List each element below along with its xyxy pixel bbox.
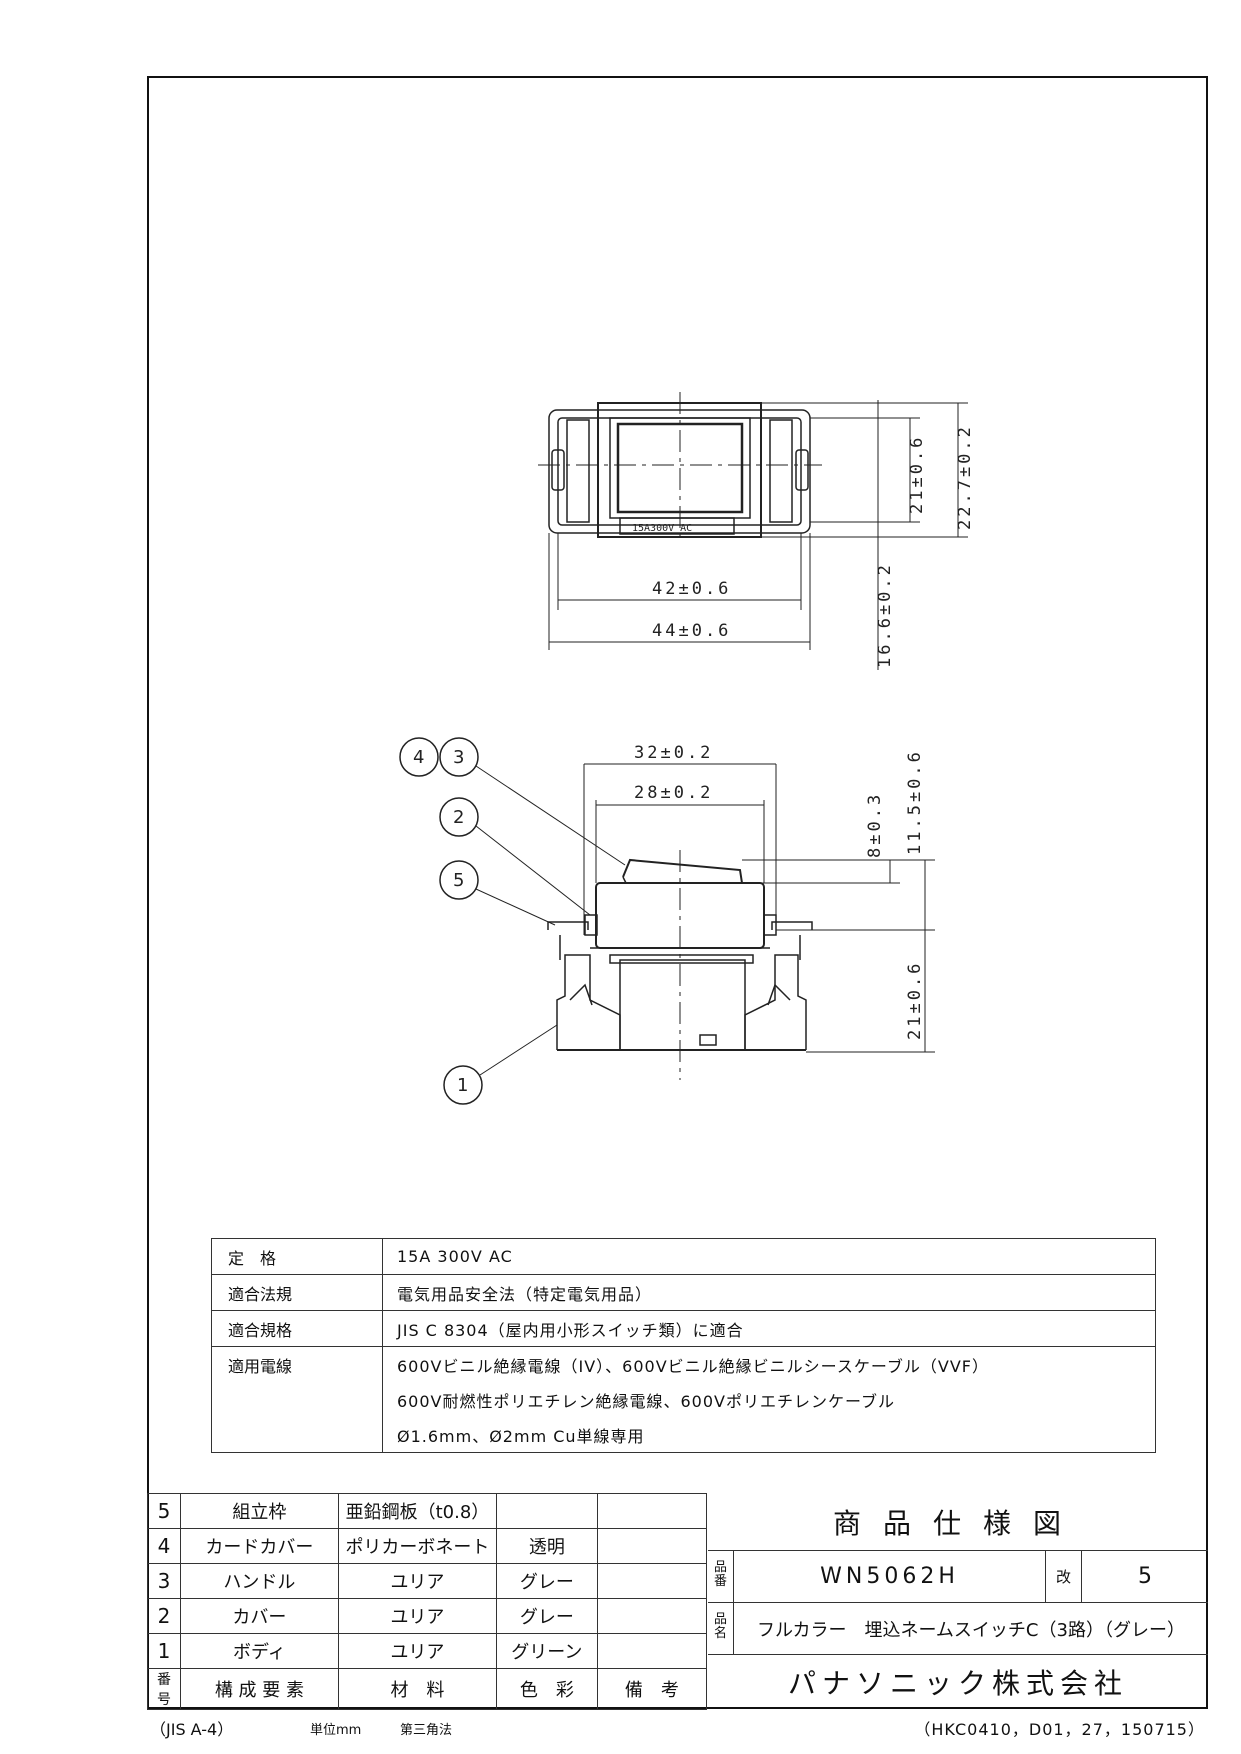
part-no-label: 品番 [708, 1551, 734, 1603]
spec-law-label: 適合法規 [211, 1274, 383, 1311]
bom-row: 3 ハンドル ユリア グレー [147, 1563, 708, 1599]
bom-header: 番号 構 成 要 素 材 料 色 彩 備 考 [147, 1668, 708, 1710]
spec-wire-label: 適用電線 [211, 1346, 383, 1382]
balloon-4: 4 [413, 747, 424, 768]
top-view [538, 392, 968, 670]
balloon-2: 2 [453, 807, 464, 828]
spec-table: 定 格 15A 300V AC 適合法規 電気用品安全法（特定電気用品） 適合規… [211, 1238, 1156, 1453]
part-number: WN5062H [734, 1551, 1046, 1603]
company-name: パナソニック株式会社 [787, 1667, 1128, 1700]
title-block: 商品仕様図 品番 WN5062H 改 5 品名 フルカラー 埋込ネームスイッチC… [708, 1493, 1208, 1709]
dim-width-inner: 42±0.6 [652, 579, 731, 599]
spec-rating-value: 15A 300V AC [382, 1238, 1156, 1275]
product-name: フルカラー 埋込ネームスイッチC（3路）（グレー） [734, 1603, 1208, 1655]
product-name-label: 品名 [708, 1603, 734, 1655]
bom-table: 5 組立枠 亜鉛鋼板（t0.8） 4 カードカバー ポリカーボネート 透明 3 … [147, 1493, 708, 1710]
paper-size: （JIS A-4） [150, 1720, 234, 1739]
document-code: （HKC0410，D01，27，150715） [914, 1720, 1205, 1739]
bom-row: 5 組立枠 亜鉛鋼板（t0.8） [147, 1493, 708, 1529]
balloon-1: 1 [457, 1075, 468, 1096]
dim-handle-height: 8±0.3 [865, 792, 885, 858]
unit-note: 単位mm [310, 1723, 362, 1738]
document-title: 商品仕様図 [708, 1493, 1208, 1551]
dim-height-inner: 21±0.6 [907, 435, 927, 514]
bom-row: 1 ボディ ユリア グリーン [147, 1633, 708, 1669]
bom-row: 4 カードカバー ポリカーボネート 透明 [147, 1528, 708, 1564]
balloon-5: 5 [453, 870, 464, 891]
dim-depth: 16.6±0.2 [875, 562, 895, 668]
nameplate-rating: 15A300V AC [632, 523, 692, 534]
revision-label: 改 [1046, 1551, 1082, 1603]
side-view [399, 737, 935, 1105]
spec-standard-value: JIS C 8304（屋内用小形スイッチ類）に適合 [382, 1310, 1156, 1347]
dim-side-width-top: 32±0.2 [634, 743, 713, 763]
spec-wire-value-3: Ø1.6mm、Ø2mm Cu単線専用 [382, 1417, 1156, 1453]
dim-side-width-inner: 28±0.2 [634, 783, 713, 803]
spec-law-value: 電気用品安全法（特定電気用品） [382, 1274, 1156, 1311]
bom-row: 2 カバー ユリア グレー [147, 1598, 708, 1634]
revision-number: 5 [1082, 1551, 1208, 1603]
projection-note: 第三角法 [400, 1723, 453, 1738]
balloon-3: 3 [453, 747, 464, 768]
dim-width-outer: 44±0.6 [652, 621, 731, 641]
dim-height-outer: 22.7±0.2 [955, 424, 975, 530]
spec-wire-value-1: 600Vビニル絶縁電線（IV）、600Vビニル絶縁ビニルシースケーブル（VVF） [382, 1346, 1156, 1382]
dim-lower-height: 21±0.6 [905, 961, 925, 1040]
spec-wire-value-2: 600V耐燃性ポリエチレン絶縁電線、600Vポリエチレンケーブル [382, 1382, 1156, 1417]
spec-standard-label: 適合規格 [211, 1310, 383, 1347]
dim-upper-height: 11.5±0.6 [905, 749, 925, 855]
spec-rating-label: 定 格 [211, 1238, 383, 1275]
